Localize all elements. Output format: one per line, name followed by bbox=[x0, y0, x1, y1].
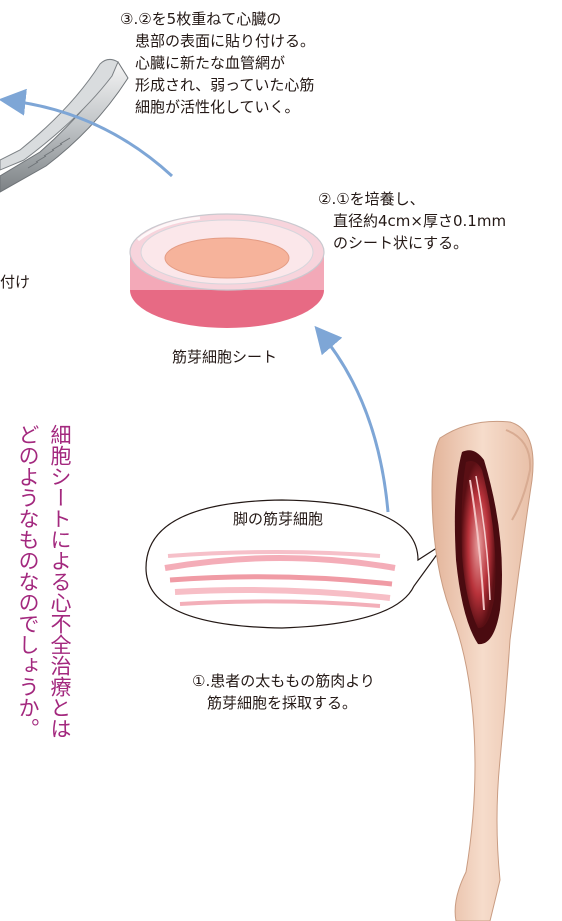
step3-caption: ③.②を5枚重ねて心臓の 患部の表面に貼り付ける。 心臓に新たな血管網が 形成さ… bbox=[120, 8, 315, 118]
cell-sheet-label: 筋芽細胞シート bbox=[172, 346, 277, 368]
headline-line2: どのようなものなのでしょうか。 bbox=[12, 424, 44, 739]
forceps-icon bbox=[0, 59, 128, 192]
step1-caption: ①.患者の太ももの筋肉より 筋芽細胞を採取する。 bbox=[192, 670, 375, 714]
headline-line1: 細胞シートによる心不全治療とは bbox=[44, 424, 76, 739]
edge-text-fragment: 付け bbox=[0, 271, 30, 293]
arrow-step1-to-step2 bbox=[318, 330, 388, 512]
leg-cells-label: 脚の筋芽細胞 bbox=[233, 508, 323, 530]
petri-dish-icon bbox=[130, 214, 324, 328]
step2-caption: ②.①を培養し、 直径約4cm×厚さ0.1mm のシート状にする。 bbox=[318, 188, 506, 254]
